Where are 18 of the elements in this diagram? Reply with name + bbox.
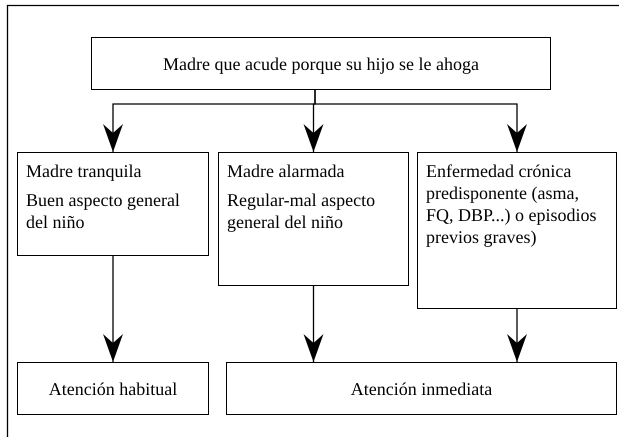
process-box [218,152,409,286]
box-text: Enfermedad crónica predisponente (asma, FQ, DBP...) o episodios previos graves) [426,160,598,248]
box-text: Buen aspecto general del niño [26,189,181,233]
box-text: Madre que acude porque su hijo se le ahoga [163,52,479,74]
process-box [226,362,617,415]
process-box [17,362,209,415]
box-text: Regular-mal aspecto general del niño [227,189,376,233]
process-box [417,152,617,309]
box-text: Atención habitual [48,378,178,400]
arrow [507,309,527,362]
process-box [91,37,551,90]
arrow [304,286,324,362]
arrow [314,90,527,152]
process-box [17,152,209,256]
box-text: Atención inmediata [350,378,492,400]
arrow [103,256,123,362]
box-text: Madre tranquila [26,160,142,182]
box-text: Madre alarmada [227,160,346,182]
